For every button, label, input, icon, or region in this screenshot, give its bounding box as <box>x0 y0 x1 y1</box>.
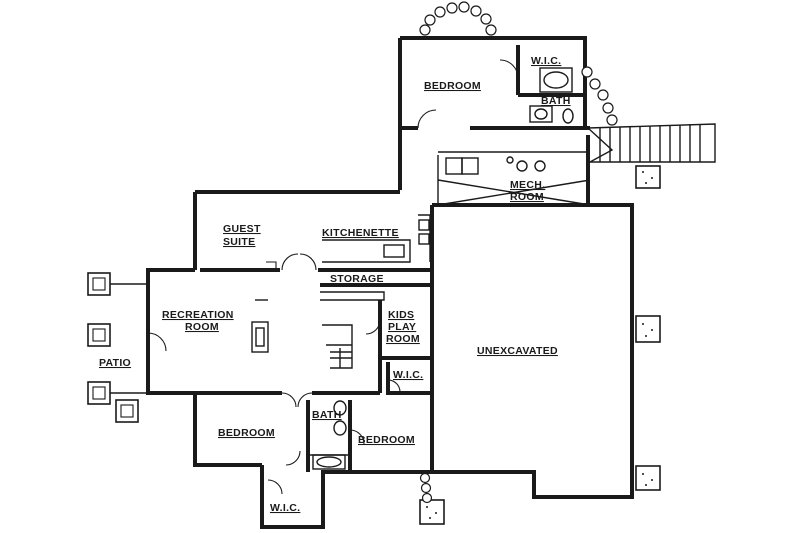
foundation-piers <box>419 165 661 525</box>
label-bath-lower: BATH <box>312 409 342 421</box>
exterior-walls <box>146 36 634 529</box>
landscape-shrubs <box>419 1 618 504</box>
label-kitchenette: KITCHENETTE <box>322 227 399 239</box>
label-patio: PATIO <box>99 357 131 369</box>
label-bedroom-lower-left: BEDROOM <box>218 427 275 439</box>
label-bedroom-lower-right: BEDROOM <box>358 434 415 446</box>
interior-walls <box>195 45 591 472</box>
label-guest-suite-line2: SUITE <box>223 236 255 248</box>
label-bath-upper: BATH <box>541 95 571 107</box>
label-wic-middle: W.I.C. <box>393 369 423 381</box>
label-play-line: PLAY <box>388 321 416 333</box>
label-storage: STORAGE <box>330 273 384 285</box>
doors-and-fixtures <box>147 59 574 495</box>
label-wic-upper: W.I.C. <box>531 55 561 67</box>
label-recreation-room-line1: RECREATION <box>162 309 234 321</box>
label-guest-suite-line1: GUEST <box>223 223 261 235</box>
label-mech-room-line1: MECH. <box>510 179 545 191</box>
label-wic-lower: W.I.C. <box>270 502 300 514</box>
label-room-line: ROOM <box>386 333 420 345</box>
label-kids-line: KIDS <box>388 309 414 321</box>
label-mech-room-line2: ROOM <box>510 191 544 203</box>
room-labels: BEDROOM W.I.C. BATH MECH. ROOM GUEST SUI… <box>99 55 571 514</box>
label-recreation-room-line2: ROOM <box>185 321 219 333</box>
label-unexcavated: UNEXCAVATED <box>477 345 558 357</box>
patio-piers <box>87 272 148 423</box>
exterior-stairs <box>587 123 716 163</box>
label-bedroom-upper: BEDROOM <box>424 80 481 92</box>
